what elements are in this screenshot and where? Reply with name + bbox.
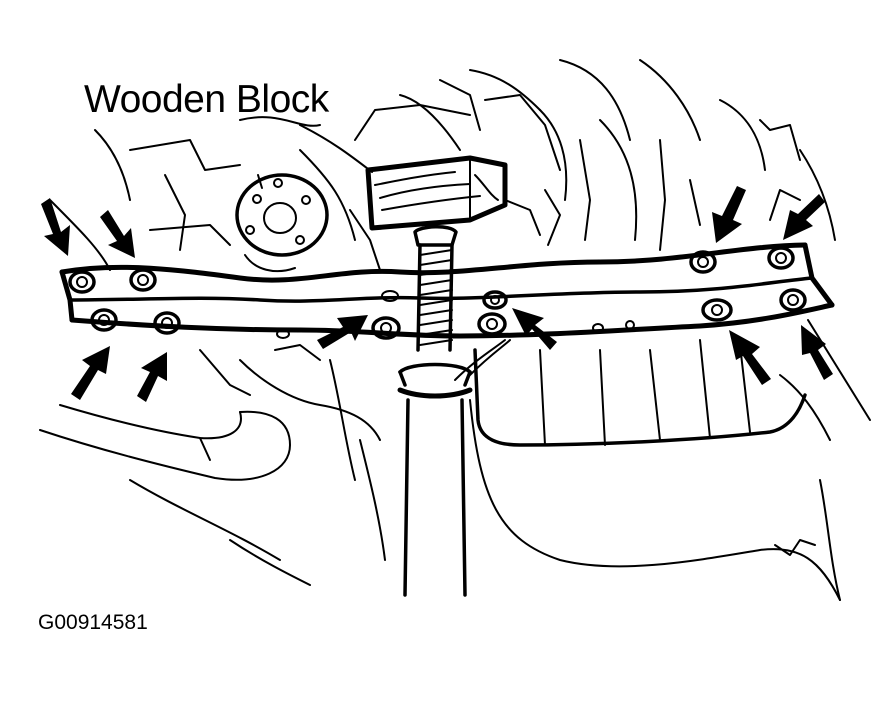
wooden-block-icon (365, 155, 508, 231)
arrow-icon (137, 352, 167, 402)
wooden-block-label: Wooden Block (84, 78, 329, 121)
arrow-icon (100, 210, 135, 258)
bolt-icon (129, 268, 157, 292)
bolt-icon (371, 316, 401, 340)
arrow-icon (317, 315, 368, 349)
bolt-icon (68, 270, 96, 294)
oil-pan-outline (469, 319, 871, 601)
axle-hub-flange (235, 173, 329, 273)
figure-id-label: G00914581 (38, 611, 148, 634)
bolt-icon (689, 250, 717, 274)
mounting-bolts (68, 246, 807, 340)
bolt-icon (701, 298, 733, 322)
crossmember-beam (59, 242, 835, 339)
bolt-icon (477, 312, 507, 336)
arrow-icon (729, 330, 771, 385)
arrow-icon (783, 194, 825, 240)
bolt-icon (767, 246, 795, 270)
bolt-icon (153, 311, 181, 335)
screw-jack-icon (397, 225, 511, 597)
bolt-location-arrows (41, 186, 833, 402)
bolt-icon (482, 290, 508, 310)
arrow-icon (71, 346, 110, 400)
bolt-icon (779, 288, 807, 312)
arrow-icon (712, 186, 746, 243)
arrow-icon (801, 325, 833, 380)
engine-background-lines (49, 59, 836, 271)
callout-leader (299, 124, 373, 173)
bolt-icon (90, 308, 118, 332)
left-lower-structure (39, 344, 386, 586)
arrow-icon (41, 198, 70, 256)
arrow-icon (512, 308, 557, 350)
